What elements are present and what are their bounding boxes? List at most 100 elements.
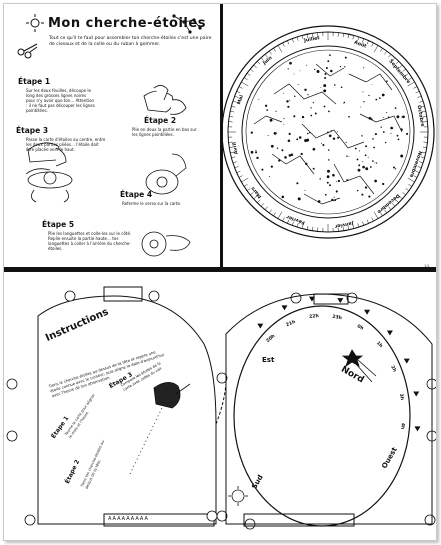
month-tick [352,35,355,40]
star [337,179,341,183]
star [372,160,374,162]
step-2-text: Plie en deux la partie en bas sur les li… [132,127,197,137]
month-tick [277,211,283,219]
star [296,182,299,185]
star [362,165,365,169]
star [312,167,315,170]
star [363,101,365,103]
step2-illustration [25,142,67,175]
star [293,73,295,75]
month-tick [250,192,254,196]
star [267,135,269,137]
month-ticks [228,32,428,232]
star [365,167,369,171]
month-tick [380,47,383,52]
month-tick [371,217,374,222]
star [301,115,305,119]
month-tick [421,110,426,113]
star [402,115,405,119]
month-tick [296,36,299,41]
step-5-text: Plie les languettes et colle-les sur le … [48,231,132,251]
star [307,132,309,135]
month-tick [405,72,410,76]
month-tick [366,219,369,224]
star [255,151,258,154]
month-tick [230,151,235,154]
month-tick [342,226,344,231]
step-1-text: Sur les deux feuilles, découpe le long d… [26,88,95,113]
star [381,93,385,97]
month-tick [399,196,403,200]
star [344,66,346,68]
star [287,105,290,108]
month-tick [402,68,406,72]
star [328,110,330,113]
star [394,107,397,109]
month-tick [282,42,285,47]
month-tick [408,77,413,80]
star [328,134,332,138]
star [283,92,285,94]
month-tick [228,141,233,143]
star [356,158,359,161]
star [325,66,328,70]
month-tick [380,212,383,217]
month-tick [257,61,261,65]
month-tick [260,57,264,61]
month-tick [420,156,425,159]
star [329,184,331,187]
star [310,107,312,109]
star [255,149,257,151]
hour-marker [337,298,344,304]
month-tick [423,141,428,143]
star [380,126,382,128]
star [362,91,364,93]
month-tick [243,184,248,187]
star [365,145,367,148]
star [346,155,348,157]
star [361,135,363,137]
star [361,193,364,196]
star [339,65,342,68]
month-tick [231,105,236,108]
month-tick [238,86,243,89]
month-tick [269,209,272,214]
star [281,149,284,152]
star [258,98,260,100]
star [310,114,313,117]
month-tick [234,95,239,98]
star [390,132,392,135]
star [324,73,327,75]
month-tick [277,45,283,53]
star [386,80,388,83]
month-tick [232,100,237,103]
star [294,95,296,98]
sleeve-back [225,293,433,527]
star [392,166,396,169]
star [348,156,350,158]
month-tick [253,196,257,200]
star [293,115,296,118]
star [276,147,279,149]
page-frame: Mon cherche-étoiles Tout ce qu'il te fau… [3,3,437,541]
month-tick [306,225,309,230]
scissors-icon [17,43,38,59]
star [396,115,400,119]
step-5-label: Étape 5 [42,220,75,229]
month-tick [407,81,415,87]
constellation-icon [172,14,202,34]
star [371,84,373,85]
hour-marker [403,358,410,364]
month-tick [337,32,339,37]
star [266,109,269,111]
star [327,60,330,63]
star [372,138,374,140]
star [304,189,306,191]
star [275,132,277,134]
star [312,101,315,104]
star [323,105,326,108]
month-tick [417,95,422,98]
month-tick [317,32,319,37]
star [348,115,350,118]
star [297,84,299,85]
